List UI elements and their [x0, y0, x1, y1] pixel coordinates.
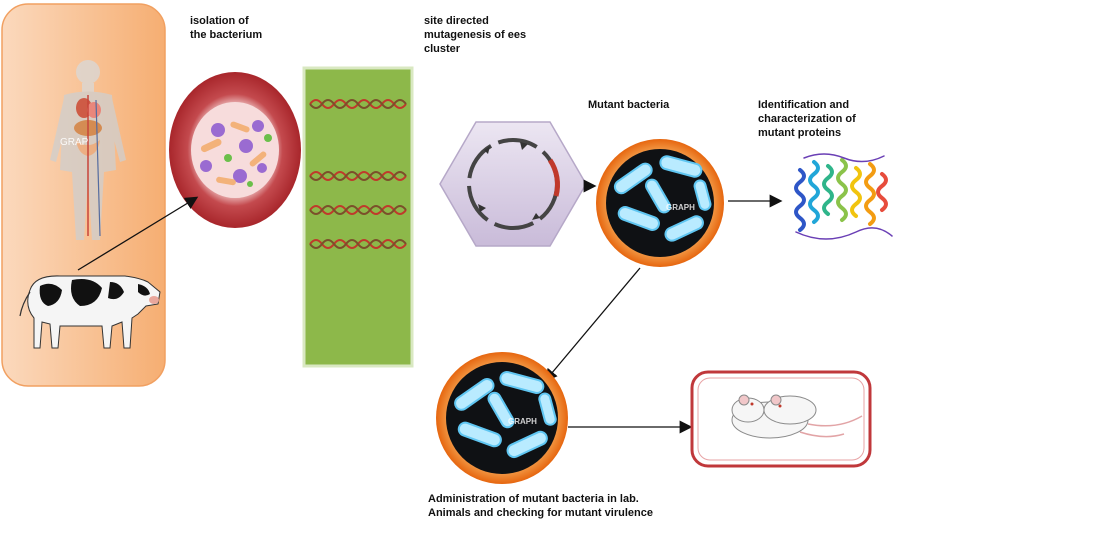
source-panel: GRAP — [1, 3, 166, 387]
protein-structure-icon — [794, 153, 893, 240]
arrow-bacteria-to-administration — [544, 267, 641, 382]
bacteria-culture-icon — [200, 120, 272, 187]
mutant-bacteria-image: GRAPH — [596, 139, 724, 267]
administered-bacteria-image: GRAPH — [436, 352, 568, 484]
label-mutagenesis: site directed mutagenesis of ees cluster — [424, 15, 527, 55]
plasmid-hexagon — [439, 121, 587, 247]
label-isolation: isolation of the bacterium — [190, 15, 263, 41]
dna-strand-icon — [309, 205, 407, 215]
bacteria-watermark: GRAPH — [508, 417, 537, 426]
cow-icon — [19, 275, 161, 349]
dna-strand-icon — [309, 99, 407, 109]
plasmid-map-icon — [467, 138, 560, 230]
human-watermark: GRAP — [60, 137, 89, 148]
dna-strand-icon — [309, 239, 407, 249]
dna-panel — [302, 66, 414, 368]
mice-frame — [690, 370, 872, 468]
label-identification: Identification and characterization of m… — [758, 99, 856, 139]
lab-mice-icon — [731, 394, 863, 439]
dna-strand-icon — [309, 171, 407, 181]
arrow-source-to-dish — [77, 196, 199, 271]
human-anatomy-icon — [50, 60, 126, 240]
bacteria-watermark: GRAPH — [666, 203, 695, 212]
label-administration: Administration of mutant bacteria in lab… — [428, 493, 653, 519]
label-mutant-bacteria: Mutant bacteria — [588, 99, 670, 111]
petri-dish — [169, 72, 301, 228]
